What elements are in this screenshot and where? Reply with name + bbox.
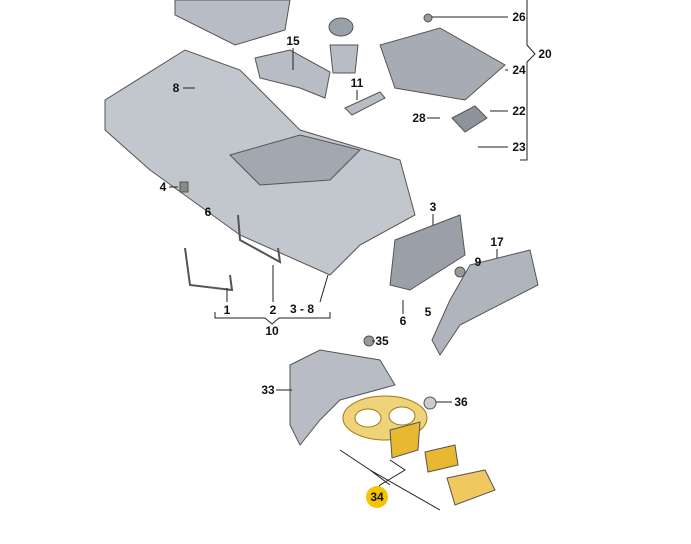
part-15-cover [254, 49, 331, 99]
label-9[interactable]: 9 [474, 255, 482, 269]
label-20[interactable]: 20 [538, 47, 552, 61]
part-34-tray [446, 469, 496, 506]
part-top-frame [174, 0, 291, 46]
label-3-8[interactable]: 3 - 8 [289, 302, 315, 316]
label-10[interactable]: 10 [265, 324, 279, 338]
label-17[interactable]: 17 [490, 235, 504, 249]
part-34-flap [424, 444, 459, 473]
label-3[interactable]: 3 [429, 200, 437, 214]
label-34-highlighted[interactable]: 34 [366, 486, 388, 508]
part-3-bracket [389, 214, 466, 291]
label-2[interactable]: 2 [269, 303, 277, 317]
part-24-tray [379, 27, 506, 101]
part-2-bracket [237, 214, 282, 264]
label-22[interactable]: 22 [512, 104, 526, 118]
label-33[interactable]: 33 [261, 383, 275, 397]
label-36[interactable]: 36 [454, 395, 468, 409]
label-26[interactable]: 26 [512, 10, 526, 24]
part-33-trim [289, 349, 396, 446]
part-34-insert [389, 421, 421, 459]
label-24[interactable]: 24 [512, 63, 526, 77]
label-1[interactable]: 1 [223, 303, 231, 317]
label-5[interactable]: 5 [424, 305, 432, 319]
label-35[interactable]: 35 [375, 334, 389, 348]
label-28[interactable]: 28 [412, 111, 426, 125]
label-6-upper[interactable]: 6 [204, 205, 212, 219]
part-1-bracket [184, 247, 234, 292]
part-cup-lid [328, 17, 354, 37]
part-17-panel [431, 249, 539, 356]
part-11-handle [344, 91, 386, 116]
label-6-lower[interactable]: 6 [399, 314, 407, 328]
label-8[interactable]: 8 [172, 81, 180, 95]
label-4[interactable]: 4 [159, 180, 167, 194]
part-cup [329, 44, 359, 74]
label-15[interactable]: 15 [286, 34, 300, 48]
label-23[interactable]: 23 [512, 140, 526, 154]
part-22-bracket [451, 105, 488, 133]
label-11[interactable]: 11 [350, 76, 364, 90]
